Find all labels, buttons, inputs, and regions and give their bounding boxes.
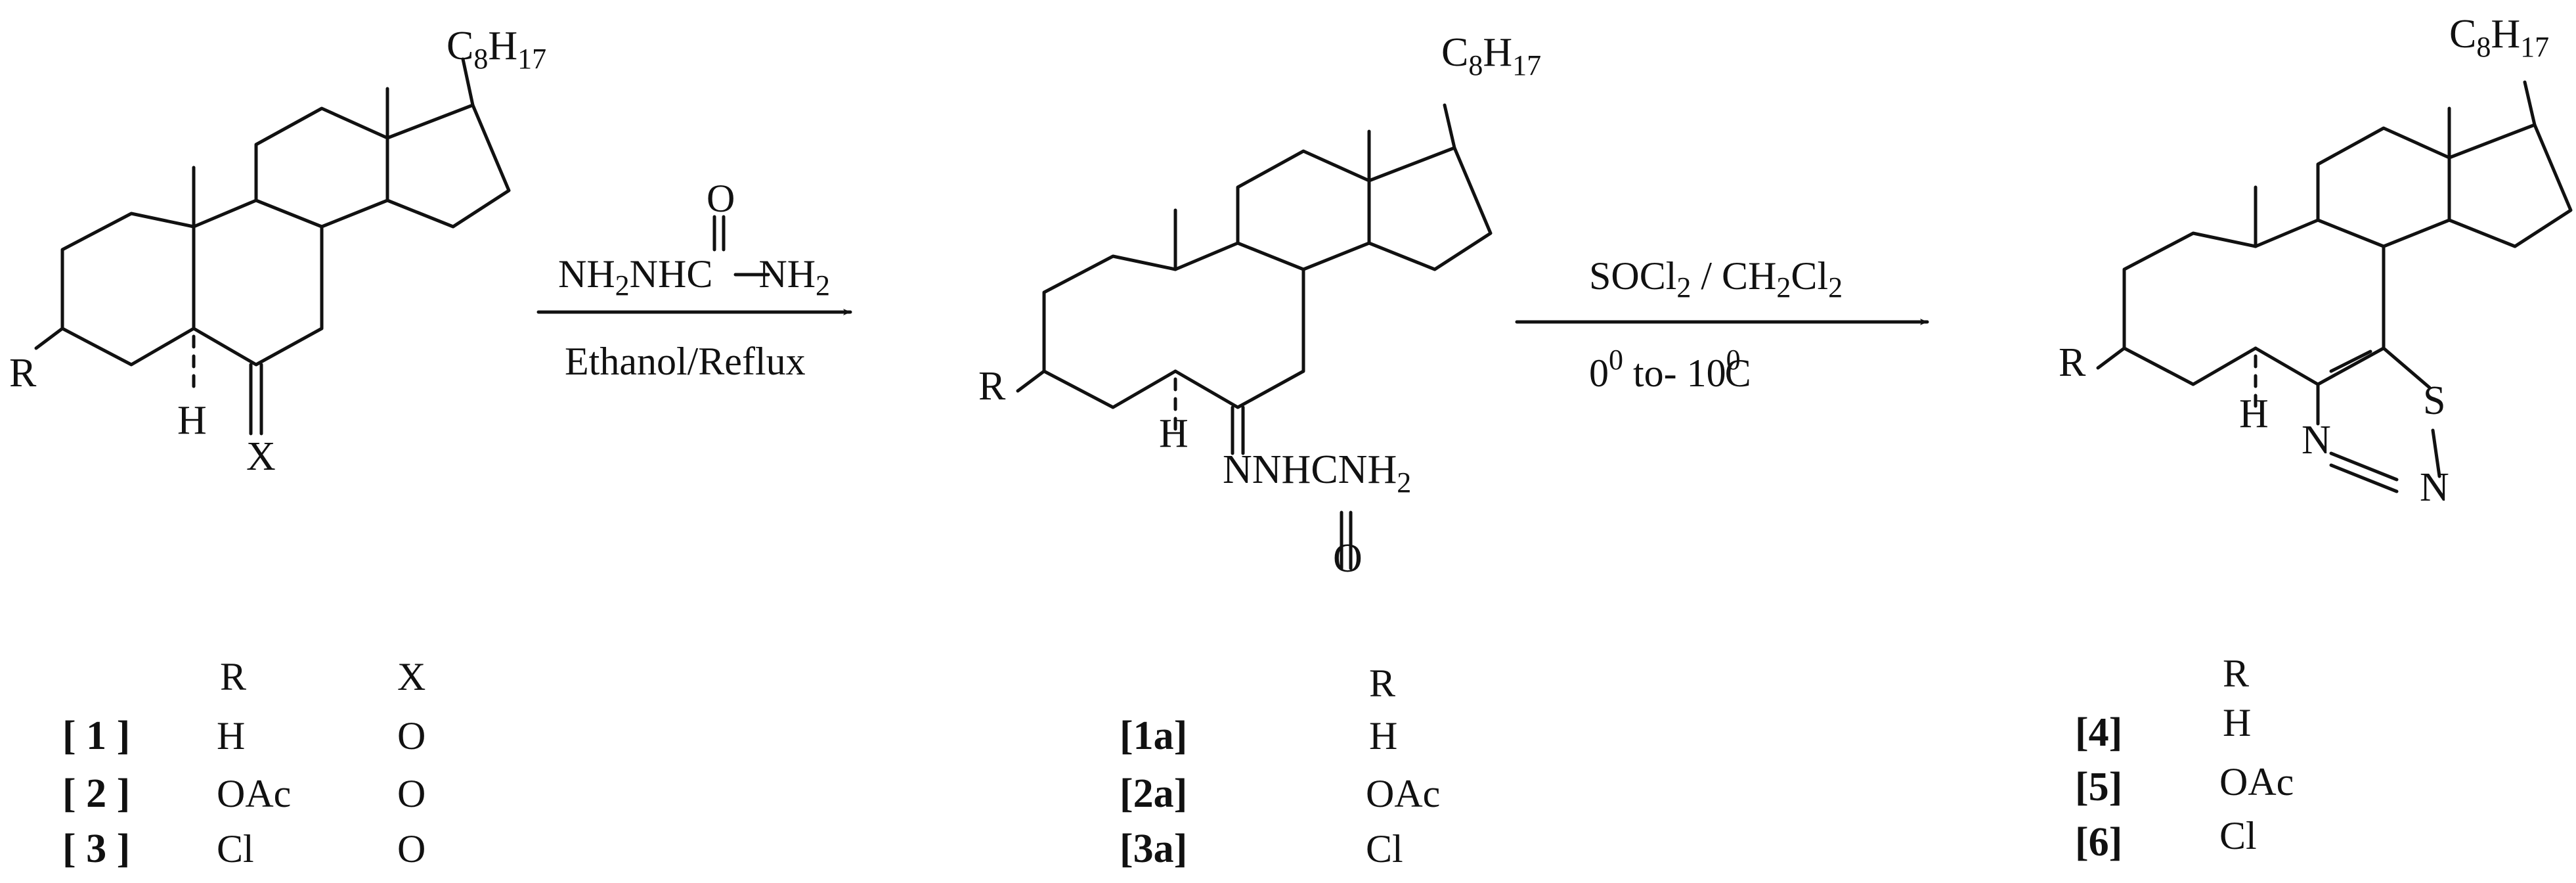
side-chain-bond bbox=[461, 57, 475, 107]
side-chain-label: C8H17 bbox=[1441, 30, 1541, 81]
compound-id: [1a] bbox=[1120, 713, 1187, 758]
carbonyl-oxygen: O bbox=[1333, 536, 1363, 581]
compound-id: [5] bbox=[2075, 765, 2122, 809]
semicarbazone-chain: NNHCNH2 bbox=[1223, 447, 1411, 499]
side-chain-label: C8H17 bbox=[447, 24, 546, 75]
nitrogen-label-1: N bbox=[2302, 418, 2331, 463]
h-label: H bbox=[177, 398, 207, 443]
ring-c bbox=[254, 106, 389, 229]
compound-table-start: R X [ 1 ] H O [ 2 ] OAc O [ 3 ] Cl O bbox=[62, 655, 426, 871]
r-label: R bbox=[2059, 340, 2086, 385]
h-label: H bbox=[1159, 411, 1189, 456]
side-chain-label: C8H17 bbox=[2449, 12, 2549, 63]
table-header-r: R bbox=[2223, 652, 2249, 695]
semicarbazone-structure bbox=[1016, 103, 1493, 570]
alkene-inner-bond bbox=[2329, 350, 2372, 373]
compound-id: [6] bbox=[2075, 820, 2122, 865]
substituent-r: OAc bbox=[2219, 760, 2294, 804]
substituent-r: OAc bbox=[217, 772, 291, 815]
substituent-r: H bbox=[2223, 701, 2251, 744]
ring-a bbox=[60, 212, 196, 367]
ring-b bbox=[192, 198, 324, 367]
thiadiazole-structure bbox=[2096, 80, 2573, 493]
substituent-r: H bbox=[1369, 714, 1397, 758]
temperature-condition: 00 to- 100C bbox=[1589, 344, 1751, 395]
reaction-condition-1: Ethanol/Reflux bbox=[565, 340, 806, 383]
compound-id: [2a] bbox=[1120, 771, 1187, 816]
compound-id: [3a] bbox=[1120, 826, 1187, 871]
compound-id: [4] bbox=[2075, 710, 2122, 755]
h-label: H bbox=[2239, 392, 2269, 436]
substituent-r: OAc bbox=[1366, 772, 1440, 815]
substituent-r: Cl bbox=[217, 827, 254, 871]
compound-id: [ 2 ] bbox=[62, 771, 130, 816]
compound-table-hydrazone: R [1a] H [2a] OAc [3a] Cl bbox=[1120, 662, 1440, 871]
reaction-arrow-1 bbox=[536, 215, 852, 315]
compound-table-thiadiazole: R [4] H [5] OAc [6] Cl bbox=[2075, 652, 2294, 865]
nitrogen-label-2: N bbox=[2420, 465, 2449, 510]
x-label: X bbox=[246, 434, 276, 479]
thionyl-chloride-reagent: SOCl2 / CH2Cl2 bbox=[1589, 254, 1843, 304]
substituent-x: O bbox=[397, 772, 426, 815]
compound-id: [ 1 ] bbox=[62, 713, 130, 758]
table-header-r: R bbox=[1369, 662, 1395, 705]
table-header-x: X bbox=[397, 655, 426, 698]
substituent-r: Cl bbox=[2219, 814, 2257, 857]
steroid-ketone-structure bbox=[34, 57, 511, 436]
r-label: R bbox=[978, 364, 1006, 409]
sulfur-label: S bbox=[2423, 378, 2445, 423]
table-header-r: R bbox=[220, 655, 246, 698]
substituent-x: O bbox=[397, 827, 426, 871]
reagent-oxygen: O bbox=[707, 177, 735, 220]
ring-d bbox=[385, 103, 511, 229]
substituent-r: Cl bbox=[1366, 827, 1403, 871]
compound-id: [ 3 ] bbox=[62, 826, 130, 871]
r-bond bbox=[34, 327, 64, 350]
r-label: R bbox=[9, 351, 37, 396]
substituent-r: H bbox=[217, 714, 245, 758]
substituent-x: O bbox=[397, 714, 426, 758]
